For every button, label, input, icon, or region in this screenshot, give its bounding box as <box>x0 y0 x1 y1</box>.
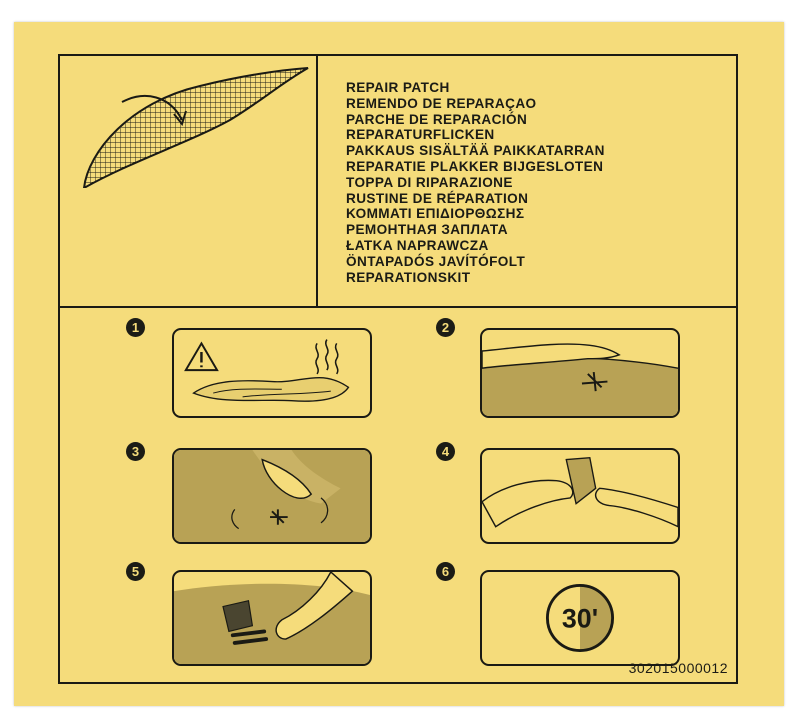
step-3-illustration <box>172 448 372 544</box>
translation-item: PARCHE DE REPARACIÓN <box>346 111 528 127</box>
translation-item: REPARATURFLICKEN <box>346 127 495 143</box>
translation-item: REPARATIONSKIT <box>346 269 471 285</box>
label-frame: REPAIR PATCH REMENDO DE REPARAÇAO PARCHE… <box>58 54 738 684</box>
translation-item: TOPPA DI RIPARAZIONE <box>346 174 513 190</box>
hand-icon <box>230 572 354 645</box>
translation-item: ΚΟΜΜΑΤΙ ΕΠΙΔΙΟΡΘΩΣΗΣ <box>346 206 525 222</box>
translation-item: REMENDO DE REPARAÇAO <box>346 95 537 111</box>
timer-icon: 30' <box>545 583 615 653</box>
hand-icon <box>482 343 621 369</box>
warning-icon <box>184 341 219 372</box>
timer-label: 30' <box>562 604 598 634</box>
step-1-illustration <box>172 328 372 418</box>
product-code: 302015000012 <box>628 660 728 676</box>
hand-icon <box>261 458 313 499</box>
translation-item: RUSTINE DE RÉPARATION <box>346 190 529 206</box>
header-divider <box>316 56 318 306</box>
translation-item: REPARATIE PLAKKER BIJGESLOTEN <box>346 158 604 174</box>
translation-item: ŁATKA NAPRAWCZA <box>346 237 489 253</box>
step-6-number: 6 <box>436 562 455 581</box>
translation-item: PAKKAUS SISÄLTÄÄ PAIKKATARRAN <box>346 143 605 159</box>
step-5-number: 5 <box>126 562 145 581</box>
step-2-illustration <box>480 328 680 418</box>
repair-patch-label: REPAIR PATCH REMENDO DE REPARAÇAO PARCHE… <box>14 22 784 706</box>
header-section: REPAIR PATCH REMENDO DE REPARAÇAO PARCHE… <box>60 56 736 308</box>
step-6-illustration: 30' <box>480 570 680 666</box>
translation-item: РЕМОНТНАЯ ЗАПЛАТА <box>346 222 508 238</box>
translation-item: ÖNTAPADÓS JAVÍTÓFOLT <box>346 253 526 269</box>
translation-item: REPAIR PATCH <box>346 80 450 95</box>
step-2-number: 2 <box>436 318 455 337</box>
step-4-number: 4 <box>436 442 455 461</box>
heat-wave-icon <box>315 339 339 375</box>
step-5-illustration <box>172 570 372 666</box>
translation-list: REPAIR PATCH REMENDO DE REPARAÇAO PARCHE… <box>346 80 605 285</box>
step-3-number: 3 <box>126 442 145 461</box>
step-1-number: 1 <box>126 318 145 337</box>
hand-icon <box>482 479 678 528</box>
step-4-illustration <box>480 448 680 544</box>
patch-icon <box>82 67 309 188</box>
